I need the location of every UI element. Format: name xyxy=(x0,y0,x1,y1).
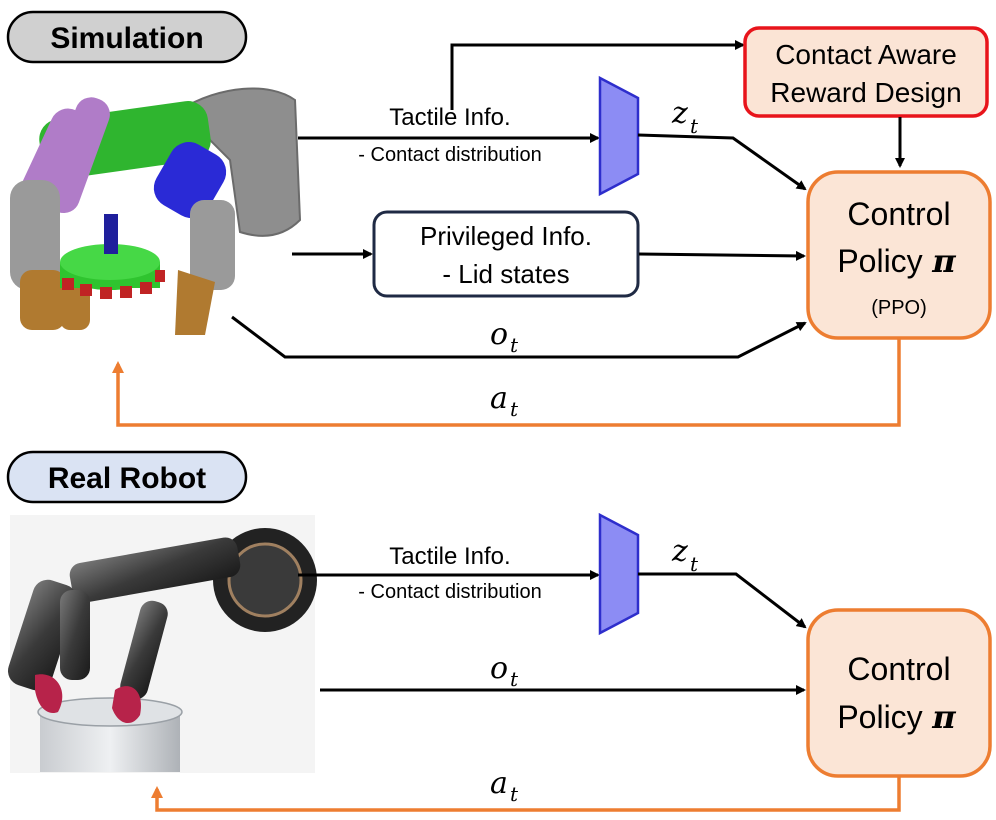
sim-policy-line2: Policy xyxy=(837,243,922,279)
sim-latent-sub: t xyxy=(690,114,699,138)
sim-policy-symbol: π xyxy=(931,242,956,280)
sim-obs-label: o xyxy=(490,317,508,352)
real-policy-symbol: π xyxy=(931,698,956,736)
privileged-line1: Privileged Info. xyxy=(420,221,592,251)
sim-action-sub: t xyxy=(510,397,519,421)
real-action-label: a xyxy=(490,766,508,801)
real-action-feedback xyxy=(151,776,901,812)
sim-policy-algo: (PPO) xyxy=(871,297,927,319)
real-robot-badge: Real Robot xyxy=(6,450,248,504)
real-robot-image xyxy=(7,515,317,773)
sim-latent-label: z xyxy=(671,96,688,131)
sim-tactile-encoder xyxy=(598,75,640,197)
real-latent-arrow xyxy=(638,572,807,629)
sim-tactile-sub: - Contact distribution xyxy=(358,144,541,166)
real-tactile-label: Tactile Info. xyxy=(389,543,510,570)
sim-obs-arrow xyxy=(231,315,807,359)
simulated-hand-image xyxy=(10,87,302,335)
real-robot-badge-label: Real Robot xyxy=(48,462,206,495)
sim-obs-sub: t xyxy=(510,333,519,357)
sim-privileged-out-arrow xyxy=(638,250,806,261)
simulation-section: Simulation Tactile Info. xyxy=(6,10,992,427)
real-latent-label: z xyxy=(671,534,688,569)
reward-line1: Contact Aware xyxy=(775,39,957,70)
simulation-badge-label: Simulation xyxy=(50,22,203,55)
real-action-sub: t xyxy=(510,782,519,806)
real-obs-sub: t xyxy=(510,667,519,691)
real-tactile-encoder xyxy=(598,512,640,636)
real-tactile-sub: - Contact distribution xyxy=(358,581,541,603)
real-policy-line2: Policy xyxy=(837,699,922,735)
real-control-policy-box: Control Policy π xyxy=(806,608,992,778)
sim-reward-arrow xyxy=(450,40,745,110)
sim-action-feedback xyxy=(112,338,901,427)
real-policy-line1: Control xyxy=(847,651,950,687)
reward-line2: Reward Design xyxy=(770,77,961,108)
real-latent-sub: t xyxy=(690,552,699,576)
sim-latent-arrow xyxy=(637,133,807,191)
privileged-line2: - Lid states xyxy=(442,259,569,289)
sim-control-policy-box: Control Policy π (PPO) xyxy=(806,170,992,340)
real-obs-label: o xyxy=(490,651,508,686)
sim-policy-line1: Control xyxy=(847,196,950,232)
sim-action-label: a xyxy=(490,381,508,416)
sim-tactile-label: Tactile Info. xyxy=(389,104,510,131)
reward-design-box: Contact Aware Reward Design xyxy=(743,26,989,118)
real-robot-section: Real Robot Tactile Info. - Contact distr… xyxy=(6,450,992,812)
privileged-info-box: Privileged Info. - Lid states xyxy=(372,210,640,298)
simulation-badge: Simulation xyxy=(6,10,248,64)
